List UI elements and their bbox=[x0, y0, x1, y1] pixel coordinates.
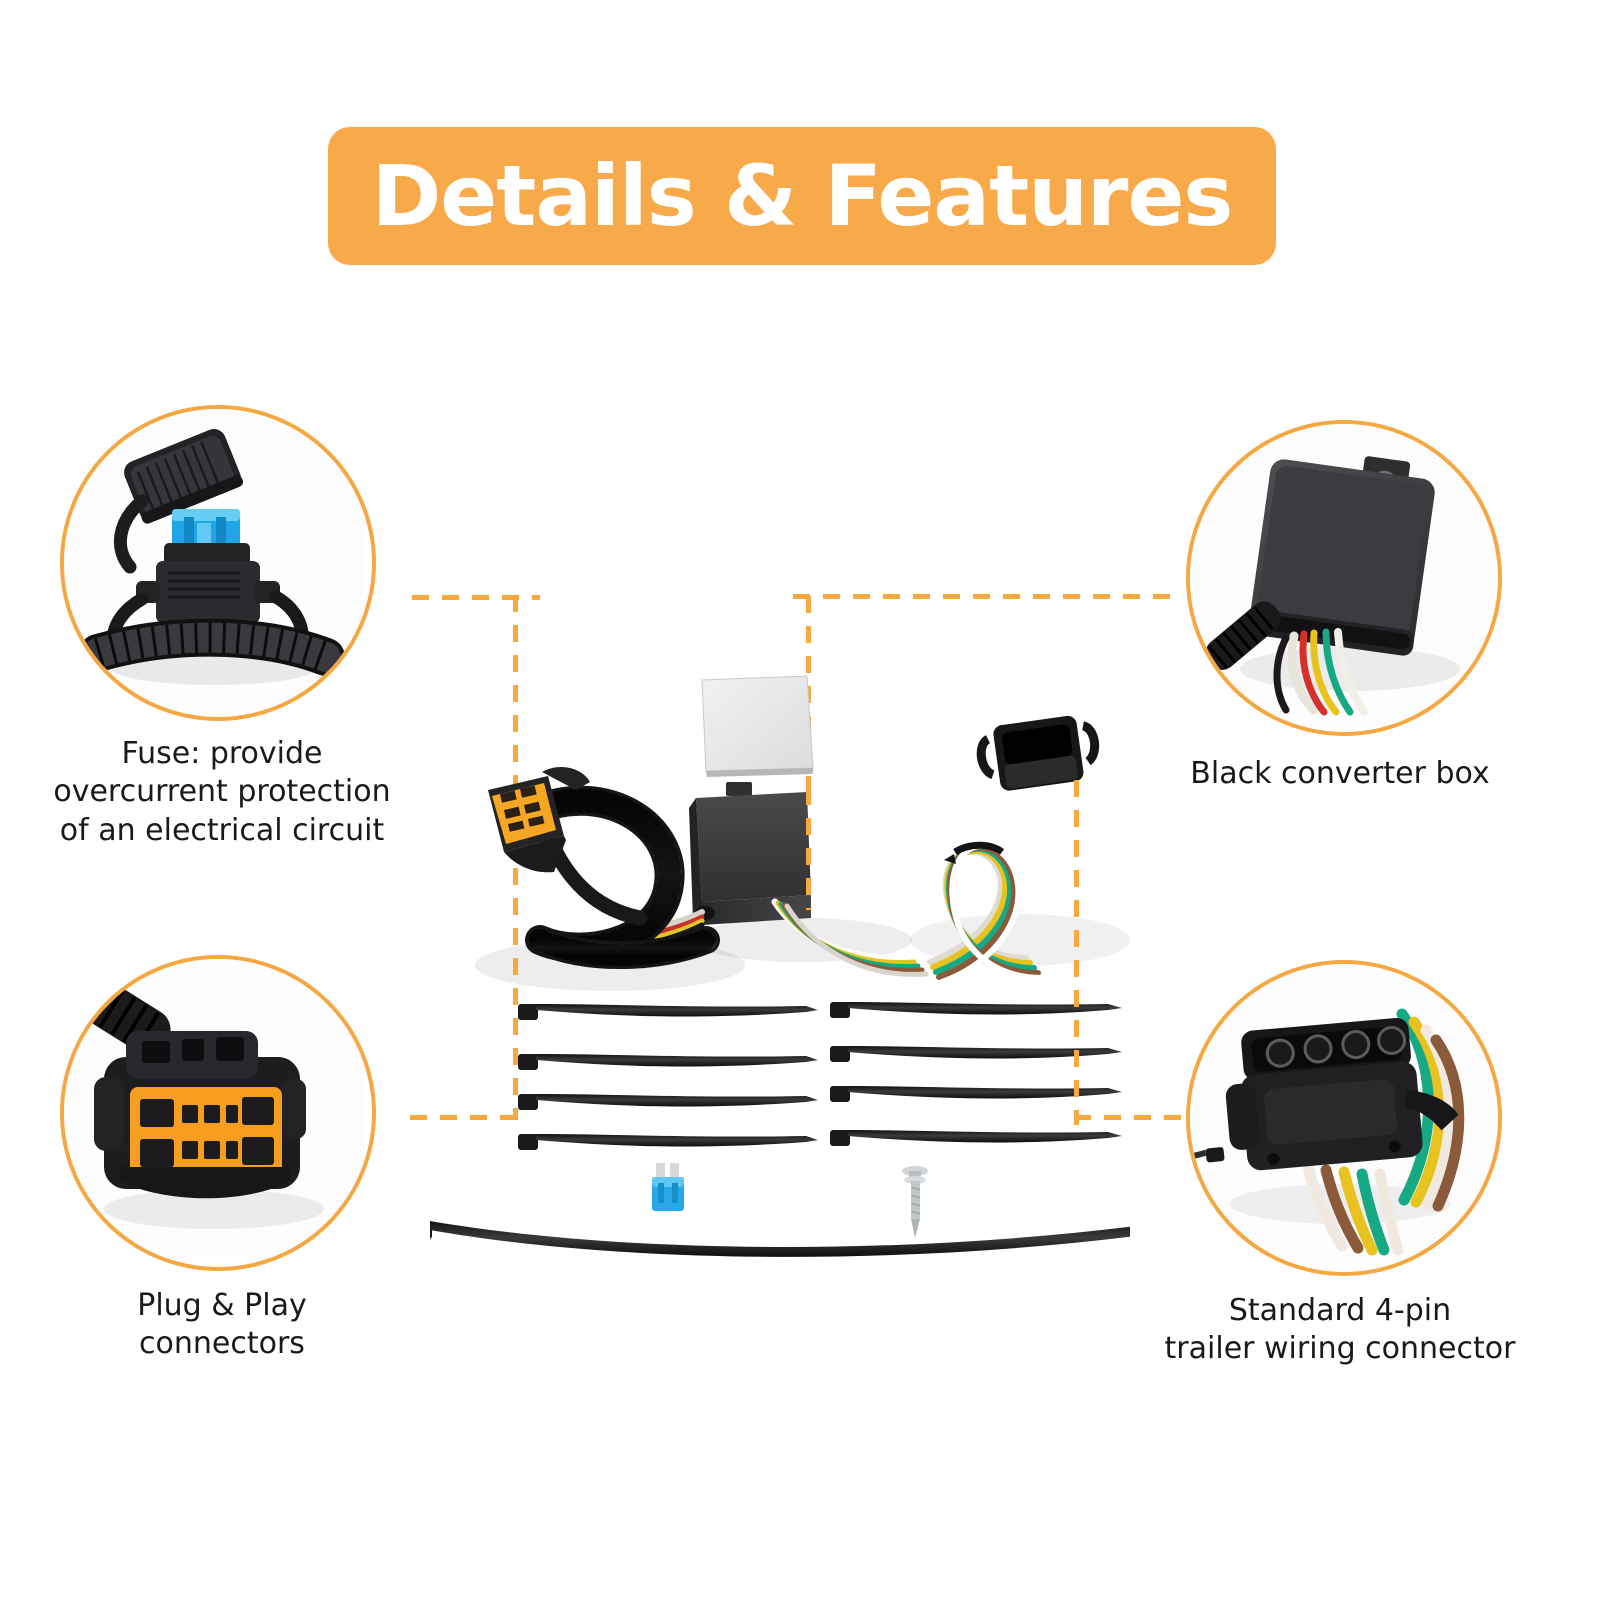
caption-line: connectors bbox=[139, 1326, 305, 1362]
dashed-link-converter-horizontal bbox=[793, 594, 1183, 599]
vehicle-side-connector bbox=[488, 767, 590, 873]
blue-blade-fuse bbox=[172, 509, 240, 547]
callout-fuse-circle bbox=[60, 405, 376, 721]
dashed-link-plugplay-horizontal bbox=[410, 1115, 518, 1120]
caption-line: overcurrent protection bbox=[53, 774, 391, 810]
dashed-link-left-vertical-lower bbox=[513, 868, 518, 1120]
page-title: Details & Features bbox=[371, 147, 1234, 245]
caption-line: Fuse: provide bbox=[121, 736, 323, 771]
blade-fuse-center bbox=[652, 1163, 684, 1211]
caption-line: of an electrical circuit bbox=[59, 812, 385, 848]
cable-ties-right bbox=[830, 1002, 1122, 1146]
converter-box-center bbox=[689, 782, 811, 925]
dashed-link-fuse-horizontal bbox=[412, 595, 540, 600]
page-title-banner: Details & Features bbox=[328, 127, 1276, 265]
caption-line: Black converter box bbox=[1190, 756, 1490, 791]
converter-box-image bbox=[1190, 424, 1490, 724]
callout-trailer-connector-circle bbox=[1186, 960, 1502, 1276]
callout-converter-box-caption: Black converter box bbox=[1130, 755, 1550, 793]
mounting-pad bbox=[556, 670, 688, 768]
converter-right-wires bbox=[771, 898, 929, 977]
cable-ties-left bbox=[518, 1004, 818, 1150]
fuse-holder-image bbox=[64, 409, 364, 709]
product-assembly-svg bbox=[410, 670, 1166, 1257]
callout-plug-and-play-caption: Plug & Play connectors bbox=[12, 1287, 432, 1364]
dashed-link-fuse-vertical bbox=[513, 595, 518, 800]
callout-trailer-connector-caption: Standard 4-pin trailer wiring connector bbox=[1130, 1292, 1550, 1369]
callout-plug-and-play-circle bbox=[60, 955, 376, 1271]
caption-line: trailer wiring connector bbox=[1164, 1331, 1516, 1367]
callout-converter-box-circle bbox=[1186, 420, 1502, 736]
dashed-link-converter-vertical-lower bbox=[806, 788, 811, 910]
trailer-connector-center bbox=[927, 715, 1100, 985]
self-tapping-screw-center bbox=[902, 1166, 928, 1238]
cable-tie-long bbox=[410, 1221, 1166, 1257]
callout-fuse-caption: Fuse: provide overcurrent protection of … bbox=[12, 735, 432, 850]
trailer-connector-image bbox=[1190, 964, 1490, 1264]
caption-line: Plug & Play bbox=[137, 1288, 307, 1323]
caption-line: Standard 4-pin bbox=[1228, 1293, 1452, 1328]
dashed-link-trailer-vertical bbox=[1074, 780, 1079, 1125]
plug-and-play-connector-image bbox=[64, 959, 364, 1259]
product-assembly bbox=[410, 640, 1166, 1280]
dashed-link-trailer-horizontal bbox=[1074, 1115, 1192, 1120]
